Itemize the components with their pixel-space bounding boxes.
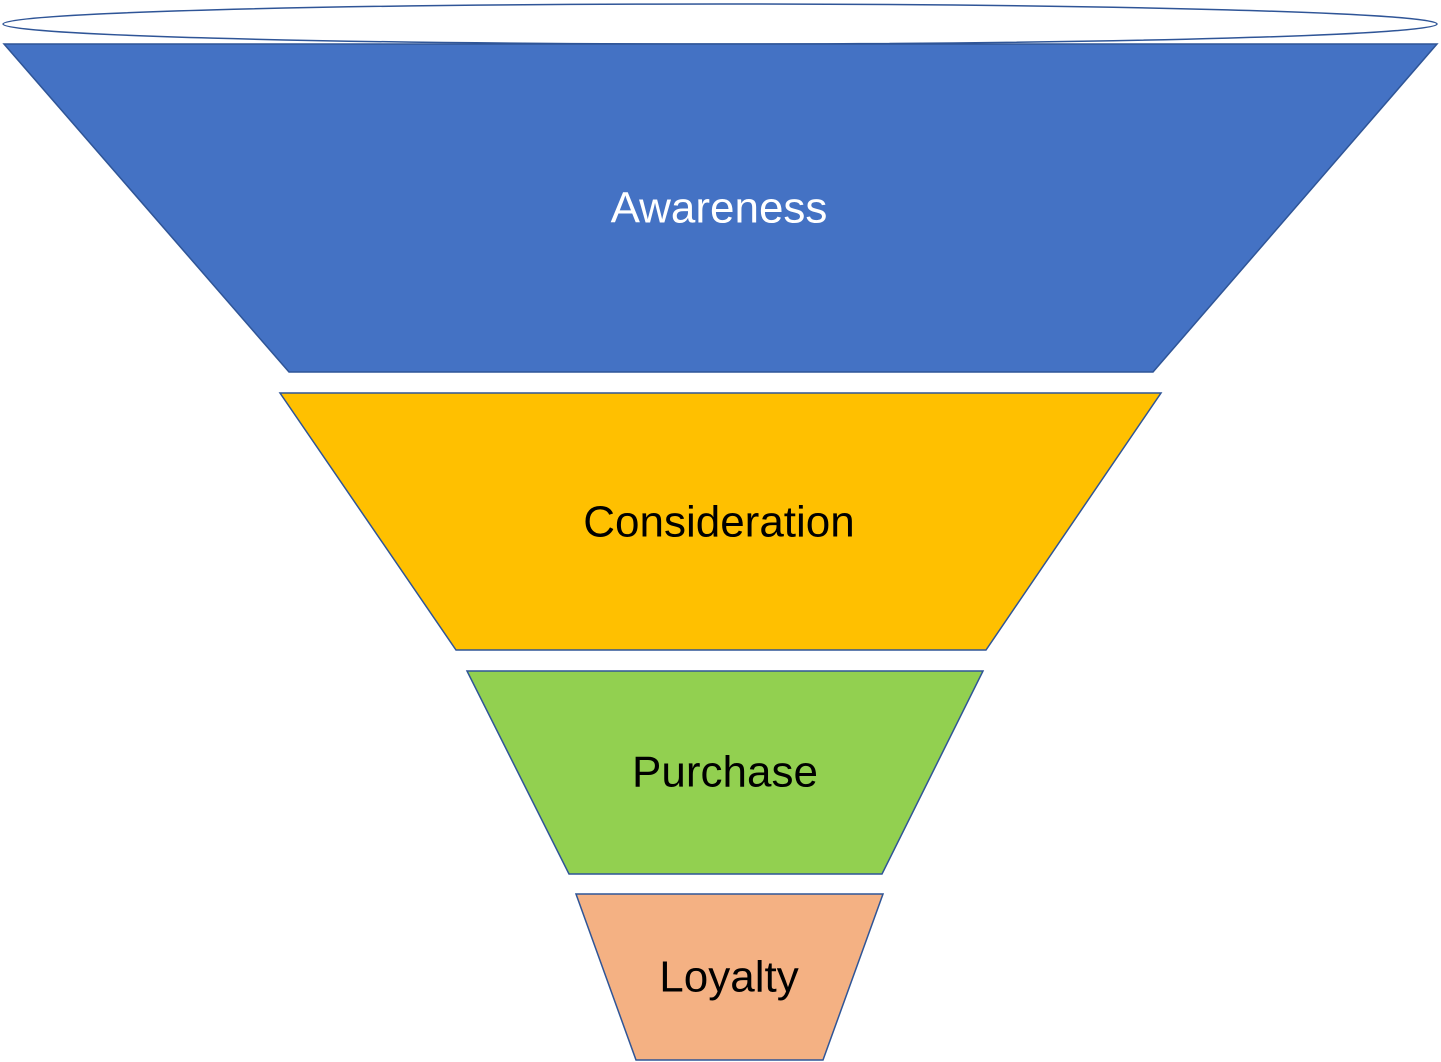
funnel-stage-purchase xyxy=(465,670,985,875)
funnel-rim xyxy=(2,3,1438,45)
funnel-stage-consideration xyxy=(278,392,1163,651)
funnel-stage-loyalty xyxy=(574,893,885,1061)
funnel-stage-loyalty-label: Loyalty xyxy=(659,953,798,1002)
funnel-stage-awareness-label: Awareness xyxy=(611,184,828,233)
funnel-stage-purchase-label: Purchase xyxy=(632,748,818,797)
funnel-stage-consideration-label: Consideration xyxy=(583,498,855,547)
funnel-stage-awareness xyxy=(2,43,1439,373)
